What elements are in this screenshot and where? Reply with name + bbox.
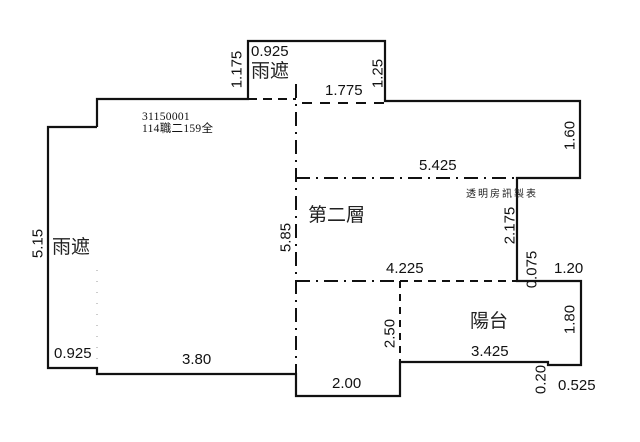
- room-canopy-top: 雨遮: [251, 60, 290, 82]
- dim-canopy-top-right-height: 1.25: [369, 58, 387, 89]
- dim-step-width: 0.525: [558, 377, 596, 394]
- dim-canopy-top-height: 1.175: [228, 50, 246, 89]
- dim-balcony-top-width: 4.225: [386, 260, 424, 277]
- room-second-floor: 第二層: [308, 204, 366, 226]
- dim-notch-height: 0.075: [523, 250, 541, 289]
- dim-notch-width: 1.20: [554, 260, 584, 277]
- dim-bottom-step-width: 2.00: [332, 375, 362, 392]
- outer-wall: [46, 39, 583, 398]
- dim-left-canopy-width: 0.925: [54, 345, 92, 362]
- building-code: 31150001: [142, 111, 190, 123]
- dim-canopy-top-bottom: 1.775: [325, 82, 363, 99]
- dim-balcony-height: 1.80: [561, 304, 579, 335]
- dim-balcony-left-height: 2.50: [381, 318, 399, 349]
- dim-step-height: 0.20: [532, 364, 550, 395]
- dim-bottom-width: 3.80: [182, 351, 212, 368]
- dim-right-top-height: 1.60: [561, 120, 579, 151]
- dim-left-height: 5.15: [29, 228, 47, 259]
- room-canopy-left: 雨遮: [52, 236, 91, 258]
- dim-right-mid-height: 2.175: [501, 206, 519, 245]
- dim-center-height: 5.85: [277, 222, 295, 253]
- room-balcony: 陽台: [470, 310, 509, 332]
- dim-mid-width: 5.425: [419, 157, 457, 174]
- credit-label: 透明房訊製表: [466, 189, 538, 200]
- address-label: 114職二159全: [142, 123, 214, 135]
- dim-canopy-top-width: 0.925: [251, 43, 289, 60]
- dim-balcony-bottom-width: 3.425: [471, 343, 509, 360]
